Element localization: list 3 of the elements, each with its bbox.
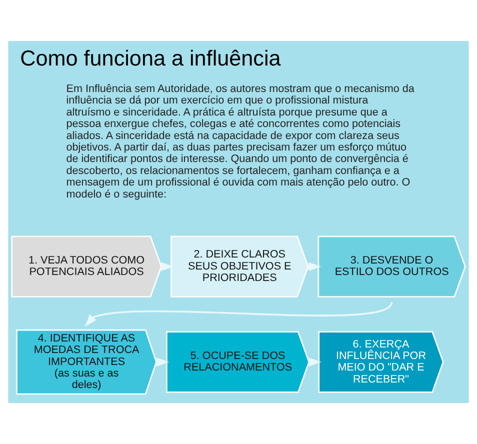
arrow: [84, 302, 393, 327]
diagram-title: Como funciona a influência: [20, 45, 281, 70]
label: Em Influência sem Autoridade, os autores mostram que o mecanismo da influência se dá por um exercício em que o profissional mistura altruísmo e sinceridade. A prática é altruísta porque presume que a pessoa enxergue chefes, colegas e até concorrentes como potenciais aliados. A sinceridade está na capacidade de expor com clareza seus objetivos. A partir daí, as duas partes precisam fazer um esforço mútuo de identificar pontos de interesse. Quando um ponto de convergência é descoberto, os relacionamentos se fortalecem, ganham confiança e a mensagem de um profissional é ouvida com mais atenção pelo outro. O modelo é o seguinte:: [66, 82, 414, 200]
